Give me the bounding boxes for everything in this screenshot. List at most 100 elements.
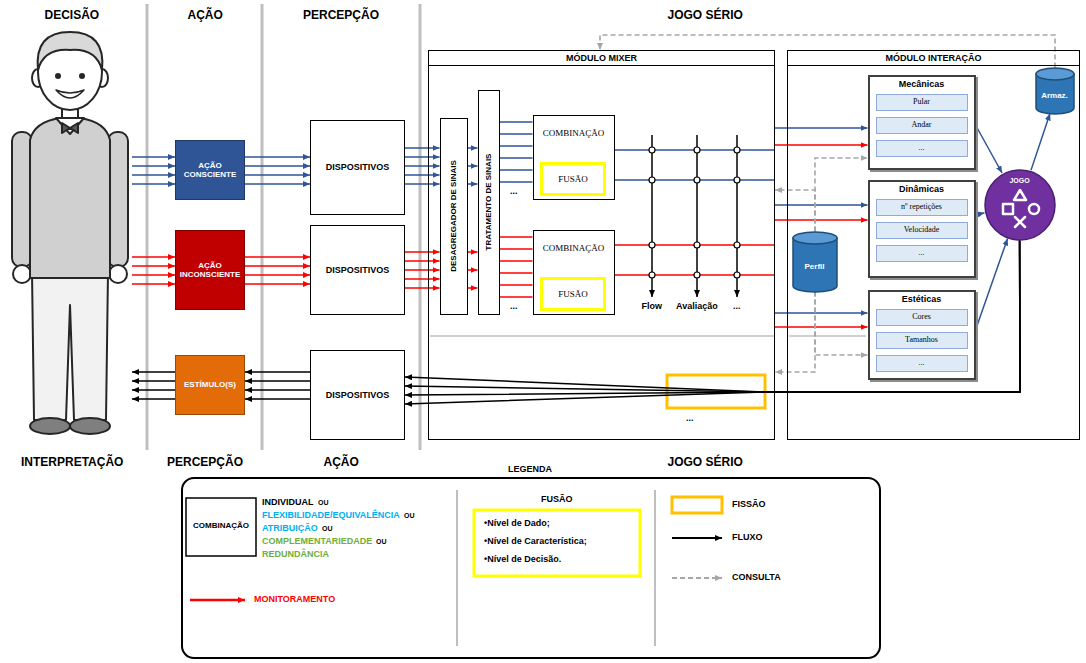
- conscious-action-arrows: [132, 157, 175, 184]
- node-label: Perfil: [792, 252, 838, 271]
- fusion-level: •Nível de Dado;: [484, 518, 550, 529]
- node-label: Dinâmicas: [870, 182, 974, 194]
- connector: [468, 147, 478, 149]
- module-box: MÓDULO MIXERDESAGREGADOR DE SINAISTRATAM…: [428, 50, 775, 440]
- action-box: AÇÃO INCONSCIENTE: [175, 230, 245, 310]
- item-box: nº repetições: [876, 199, 968, 216]
- connector: [245, 265, 310, 267]
- process-box: TRATAMENTO DE SINAIS: [478, 90, 500, 315]
- connector: [405, 147, 440, 149]
- item-box: ...: [876, 140, 968, 157]
- legend-label: MONITORAMENTO: [254, 594, 335, 605]
- connector-word: OU: [404, 512, 415, 520]
- fusion-level: •Nível de Decisão.: [484, 554, 561, 565]
- connector: [245, 183, 310, 185]
- node-label: COMBINAÇÃO: [534, 231, 614, 253]
- connector: [405, 174, 440, 176]
- connector: [245, 283, 310, 285]
- database-cylinder: Armaz.: [1035, 68, 1075, 114]
- combination-box: COMBINAÇÃO FUSÃO: [533, 115, 615, 200]
- item-box: ...: [876, 245, 968, 262]
- connector: [468, 269, 478, 271]
- connector: [775, 326, 868, 328]
- category-box: MecânicasPularAndar...: [868, 75, 976, 170]
- connector: [245, 398, 310, 400]
- node-label: nº repetições: [877, 202, 967, 211]
- process-box: DESAGREGADOR DE SINAIS: [440, 118, 468, 315]
- connector: [405, 183, 440, 185]
- connector: [775, 312, 868, 314]
- node-label: AÇÃO INCONSCIENTE: [176, 261, 244, 279]
- node-label: DESAGREGADOR DE SINAIS: [449, 160, 458, 272]
- mixer-grid-outputs: [652, 135, 737, 297]
- node-label: FUSÃO: [543, 174, 603, 184]
- connector: [468, 251, 478, 253]
- node-label: Tamanhos: [877, 335, 967, 344]
- connector: [500, 181, 533, 183]
- connector: [468, 165, 478, 167]
- column-separator: [147, 4, 420, 450]
- column-heading: JOGO SÉRIO: [668, 8, 743, 22]
- legend-frame: [182, 478, 880, 658]
- combination-type: FLEXIBILIDADE/EQUIVALÊNCIA: [262, 510, 400, 521]
- node-label: ESTÍMULO(S): [176, 380, 244, 389]
- connector-word: OU: [322, 525, 333, 533]
- node-label: ...: [877, 358, 967, 367]
- connector: [976, 238, 1008, 330]
- item-box: Tamanhos: [876, 332, 968, 349]
- legend-label: FISSÃO: [732, 499, 766, 510]
- node-label: TRATAMENTO DE SINAIS: [484, 154, 493, 251]
- output-label: Avaliação: [676, 301, 718, 312]
- node-label: Armaz.: [1035, 81, 1075, 100]
- combination-type: REDUNDÂNCIA: [262, 549, 329, 560]
- node-label: Mecânicas: [870, 77, 974, 89]
- combination-box: COMBINAÇÃO FUSÃO: [533, 230, 615, 315]
- item-box: Pular: [876, 94, 968, 111]
- stimulus-box: ESTÍMULO(S): [175, 355, 245, 415]
- column-heading: AÇÃO: [188, 8, 223, 22]
- connector: [500, 157, 533, 159]
- mixer-grid-blue: [615, 150, 775, 180]
- legend-title: LEGENDA: [508, 464, 552, 475]
- mixer-grid-nodes: [649, 147, 740, 278]
- connector: [775, 127, 868, 129]
- ellipsis: ...: [510, 301, 518, 312]
- node-label: DISPOSITIVOS: [311, 390, 404, 400]
- device-box: DISPOSITIVOS: [310, 225, 405, 315]
- node-label: ...: [877, 248, 967, 257]
- connector: [245, 174, 310, 176]
- category-box: Dinâmicas nº repetiçõesVelocidade...: [868, 180, 976, 278]
- node-label: DISPOSITIVOS: [311, 162, 404, 172]
- node-label: Pular: [877, 97, 967, 106]
- fusion-box: FUSÃO: [540, 162, 606, 196]
- module-title: MÓDULO INTERAÇÃO: [788, 51, 1079, 66]
- legend-sample-label: COMBINAÇÃO: [193, 521, 249, 531]
- ellipsis: ...: [510, 186, 518, 197]
- connector: [500, 272, 533, 274]
- node-label: JOGO: [984, 169, 1056, 185]
- ellipsis: ...: [686, 413, 694, 424]
- node-label: ...: [877, 143, 967, 152]
- connector: [245, 156, 310, 158]
- column-heading: INTERPRETAÇÃO: [21, 455, 123, 469]
- item-box: Cores: [876, 309, 968, 326]
- fusion-box: FUSÃO: [540, 277, 606, 311]
- connector: [405, 165, 440, 167]
- connector: [405, 287, 440, 289]
- unconscious-action-arrows: [132, 257, 175, 284]
- combination-type: ATRIBUIÇÃO: [262, 523, 318, 534]
- connector: [600, 35, 1055, 68]
- connector: [245, 371, 310, 373]
- connector-word: OU: [376, 538, 387, 546]
- node-label: FUSÃO: [543, 289, 603, 299]
- connector: [500, 121, 533, 123]
- connector: [405, 156, 440, 158]
- item-box: Velocidade: [876, 222, 968, 239]
- module-box: MÓDULO INTERAÇÃOMecânicasPularAndar...Di…: [787, 50, 1080, 440]
- node-label: COMBINAÇÃO: [534, 116, 614, 138]
- connector: [976, 125, 1003, 173]
- connector: [500, 236, 533, 238]
- action-box: AÇÃO CONSCIENTE: [175, 140, 245, 200]
- node-label: DISPOSITIVOS: [311, 265, 404, 275]
